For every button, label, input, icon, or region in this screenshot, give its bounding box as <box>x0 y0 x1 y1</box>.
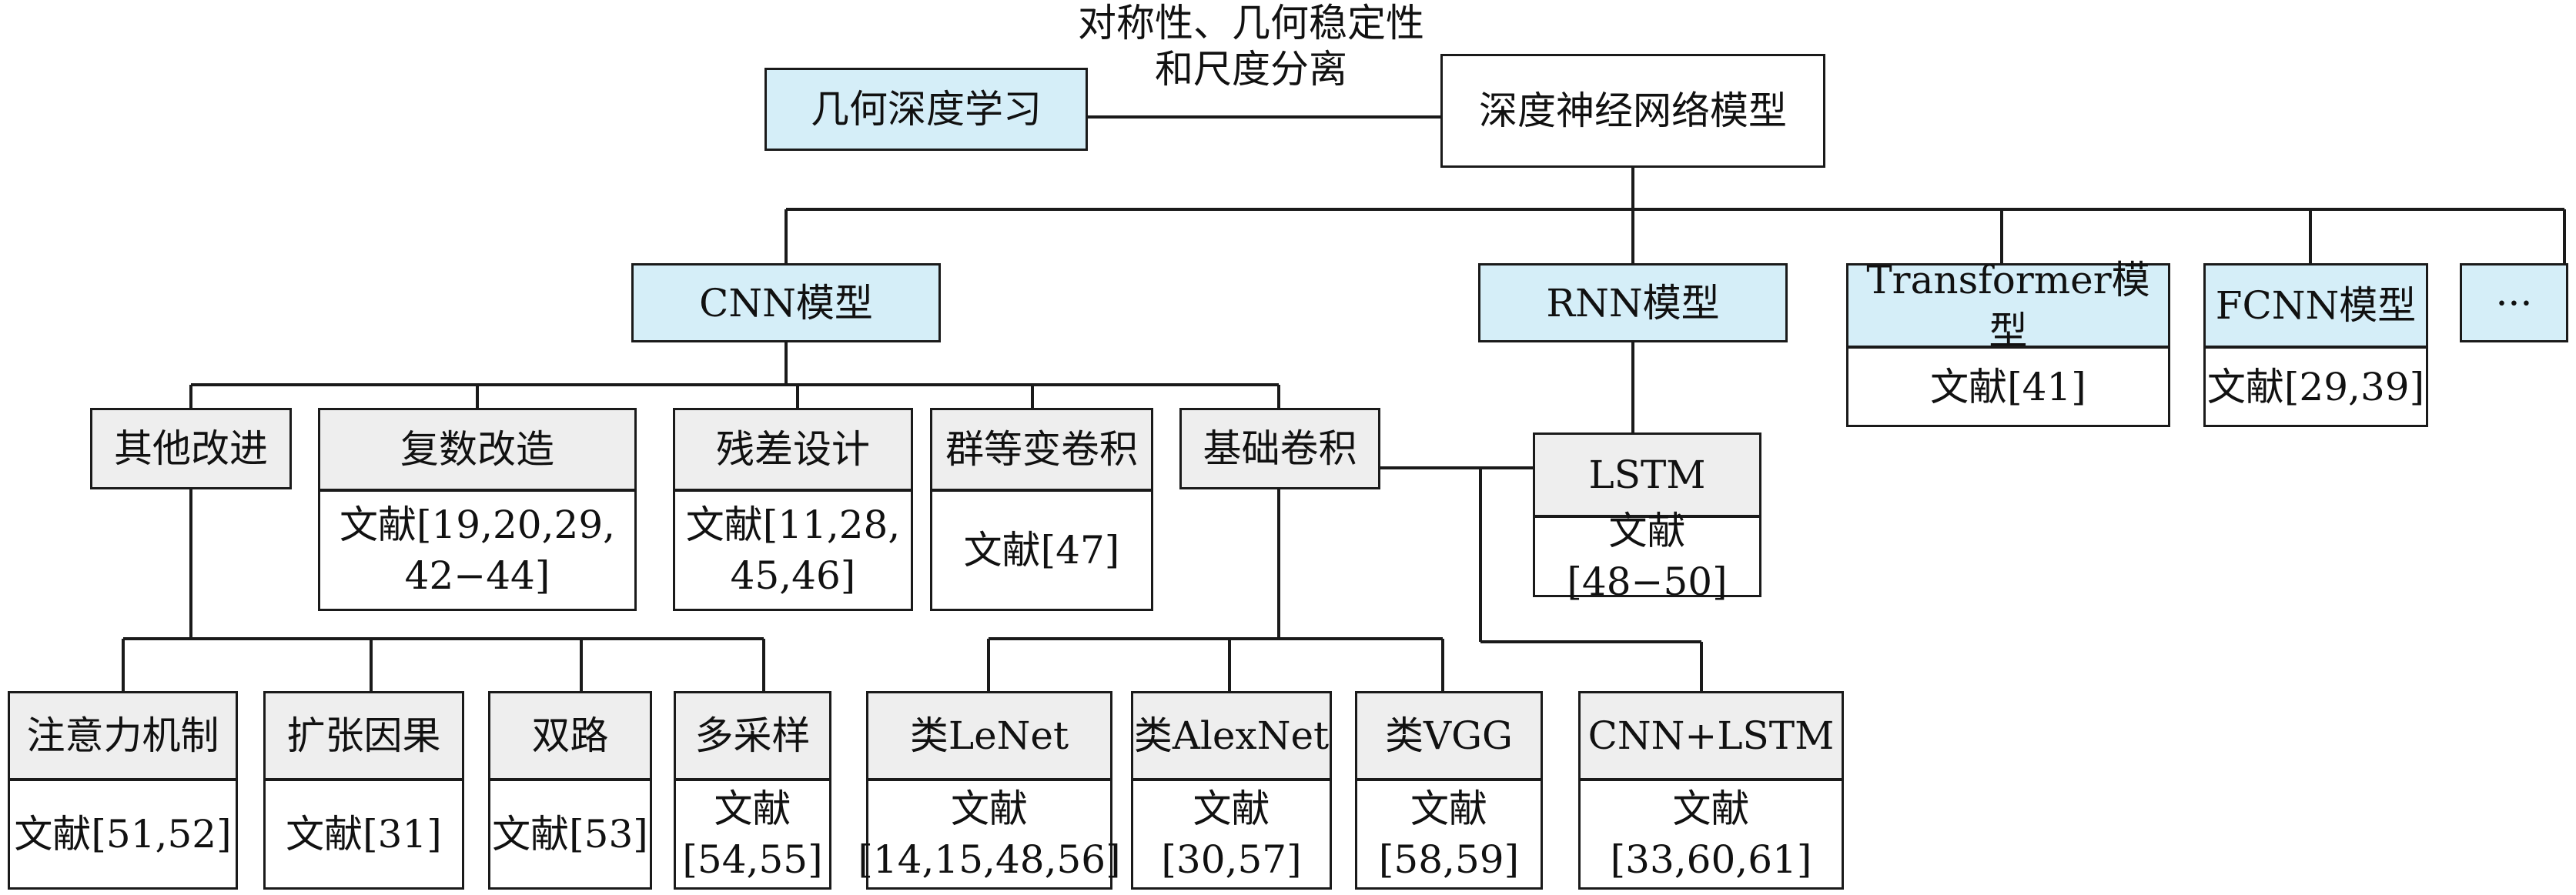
node-divider <box>1133 778 1330 781</box>
node-divider <box>266 778 462 781</box>
node-title: CNN+LSTM <box>1581 693 1842 778</box>
node-attention-mechanism: 注意力机制 文献[51,52] <box>8 691 238 890</box>
node-reference: 文献[33,60,61] <box>1610 786 1812 882</box>
node-reference: 文献[29,39] <box>2206 364 2425 409</box>
node-lstm: LSTM 文献[48−50] <box>1533 432 1761 604</box>
node-title: FCNN模型 <box>2206 265 2426 346</box>
node-complex-modification: 复数改造 文献[19,20,29, 42−44] <box>318 408 637 611</box>
node-divider <box>868 778 1110 781</box>
node-title: 基础卷积 <box>1203 426 1357 471</box>
node-reference: 文献[41] <box>1930 364 2086 409</box>
node-title: 类AlexNet <box>1133 693 1330 778</box>
node-title: 群等变卷积 <box>932 410 1151 489</box>
node-basic-convolution: 基础卷积 <box>1179 408 1380 489</box>
node-reference: 文献[51,52] <box>14 812 232 857</box>
node-residual-design: 残差设计 文献[11,28, 45,46] <box>673 408 913 611</box>
node-reference: 文献 [54,55] <box>682 786 823 882</box>
node-title: 类LeNet <box>868 693 1110 778</box>
node-reference: 文献 [30,57] <box>1161 786 1302 882</box>
node-title: RNN模型 <box>1546 280 1720 326</box>
node-title: CNN模型 <box>699 280 873 326</box>
node-divider <box>675 489 911 492</box>
node-transformer-model: Transformer模型 文献[41] <box>1846 258 2170 427</box>
node-divider <box>490 778 650 781</box>
node-reference: 文献[53] <box>492 812 648 857</box>
node-title: 其他改进 <box>114 426 268 471</box>
edge-label-geo-dnn: 对称性、几何稳定性 和尺度分离 <box>1078 1 1424 92</box>
node-alexnet-like: 类AlexNet 文献 [30,57] <box>1131 691 1332 890</box>
node-reference: 文献[47] <box>963 528 1120 573</box>
node-other-improvements: 其他改进 <box>90 408 292 489</box>
node-title: 多采样 <box>676 693 829 778</box>
node-title: 双路 <box>490 693 650 778</box>
node-title: 几何深度学习 <box>811 87 1042 132</box>
node-reference: 文献 [14,15,48,56] <box>858 786 1121 882</box>
node-fcnn-model: FCNN模型 文献[29,39] <box>2203 263 2428 427</box>
node-divider <box>10 778 236 781</box>
node-lenet-like: 类LeNet 文献 [14,15,48,56] <box>858 691 1121 890</box>
node-cnn-model: CNN模型 <box>631 263 941 342</box>
node-title: LSTM <box>1535 435 1759 515</box>
node-divider <box>1848 346 2168 349</box>
node-divider <box>1357 778 1541 781</box>
node-rnn-model: RNN模型 <box>1478 263 1788 342</box>
node-dual-path: 双路 文献[53] <box>488 691 652 890</box>
node-title: 扩张因果 <box>266 693 462 778</box>
node-divider <box>1581 778 1842 781</box>
node-title: 残差设计 <box>675 410 911 489</box>
node-title: 复数改造 <box>320 410 634 489</box>
node-title: 深度神经网络模型 <box>1479 88 1787 133</box>
node-more-models-ellipsis: ··· <box>2460 263 2568 342</box>
node-reference: 文献[48−50] <box>1567 509 1728 604</box>
node-divider <box>932 489 1151 492</box>
node-multi-sampling: 多采样 文献 [54,55] <box>674 691 831 890</box>
node-title: 注意力机制 <box>10 693 236 778</box>
node-deep-neural-network-models: 深度神经网络模型 <box>1440 54 1825 168</box>
node-title: Transformer模型 <box>1848 258 2168 353</box>
node-divider <box>1535 515 1759 518</box>
node-geometric-deep-learning: 几何深度学习 <box>764 68 1088 151</box>
node-reference: 文献[11,28, 45,46] <box>685 503 901 598</box>
node-title: 类VGG <box>1357 693 1541 778</box>
node-reference: 文献[31] <box>286 812 442 857</box>
node-reference: 文献 [58,59] <box>1378 786 1520 882</box>
node-dilated-causal: 扩张因果 文献[31] <box>263 691 464 890</box>
node-reference: 文献[19,20,29, 42−44] <box>339 503 616 598</box>
node-vgg-like: 类VGG 文献 [58,59] <box>1355 691 1543 890</box>
node-group-equivariant-convolution: 群等变卷积 文献[47] <box>930 408 1153 611</box>
node-cnn-lstm: CNN+LSTM 文献[33,60,61] <box>1578 691 1844 890</box>
node-divider <box>2206 346 2426 349</box>
node-divider <box>676 778 829 781</box>
node-divider <box>320 489 634 492</box>
node-title: ··· <box>2495 280 2533 326</box>
